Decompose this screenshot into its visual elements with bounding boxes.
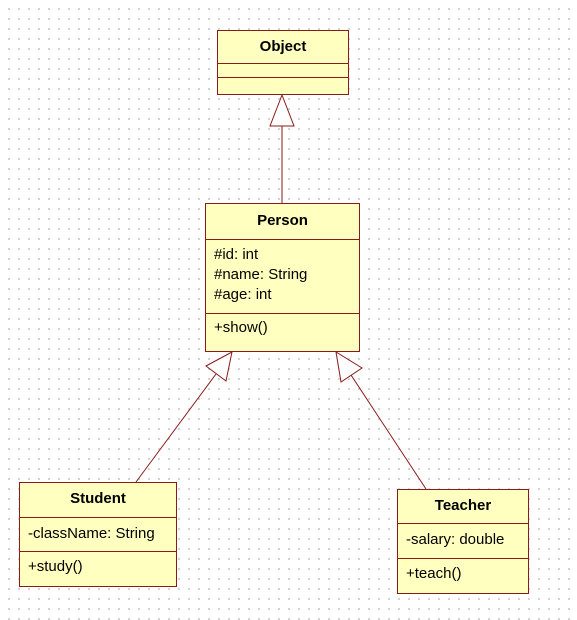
generalization-arrowhead-object [269,93,295,127]
class-object[interactable]: Object [217,30,349,95]
method-compartment-student: +study() [20,552,176,586]
generalization-student-person [135,373,217,483]
method-compartment-person: +show() [206,314,359,351]
class-name-teacher: Teacher [398,490,528,524]
generalization-arrowhead-person-right [335,350,363,383]
method-teach: +teach() [406,565,462,582]
attribute-compartment-student: -className: String [20,518,176,552]
attribute-compartment-object [218,64,348,78]
class-name-student: Student [20,483,176,518]
attribute-id: #id: int [214,246,259,263]
attribute-compartment-teacher: -salary: double [398,524,528,559]
class-name-object: Object [218,31,348,64]
method-show: +show() [214,319,268,336]
attribute-salary: -salary: double [406,531,505,548]
class-teacher[interactable]: Teacher -salary: double +teach() [397,489,529,594]
attribute-age: #age: int [214,286,272,303]
attribute-classname: -className: String [28,525,155,542]
generalization-arrowhead-person-left [205,351,233,382]
class-student[interactable]: Student -className: String +study() [19,482,177,587]
method-compartment-teacher: +teach() [398,559,528,593]
attribute-name: #name: String [214,266,308,283]
class-name-person: Person [206,204,359,240]
attribute-compartment-person: #id: int #name: String #age: int [206,240,359,314]
method-compartment-object [218,78,348,94]
class-person[interactable]: Person #id: int #name: String #age: int … [205,203,360,352]
generalization-teacher-person [350,374,427,490]
method-study: +study() [28,558,83,575]
